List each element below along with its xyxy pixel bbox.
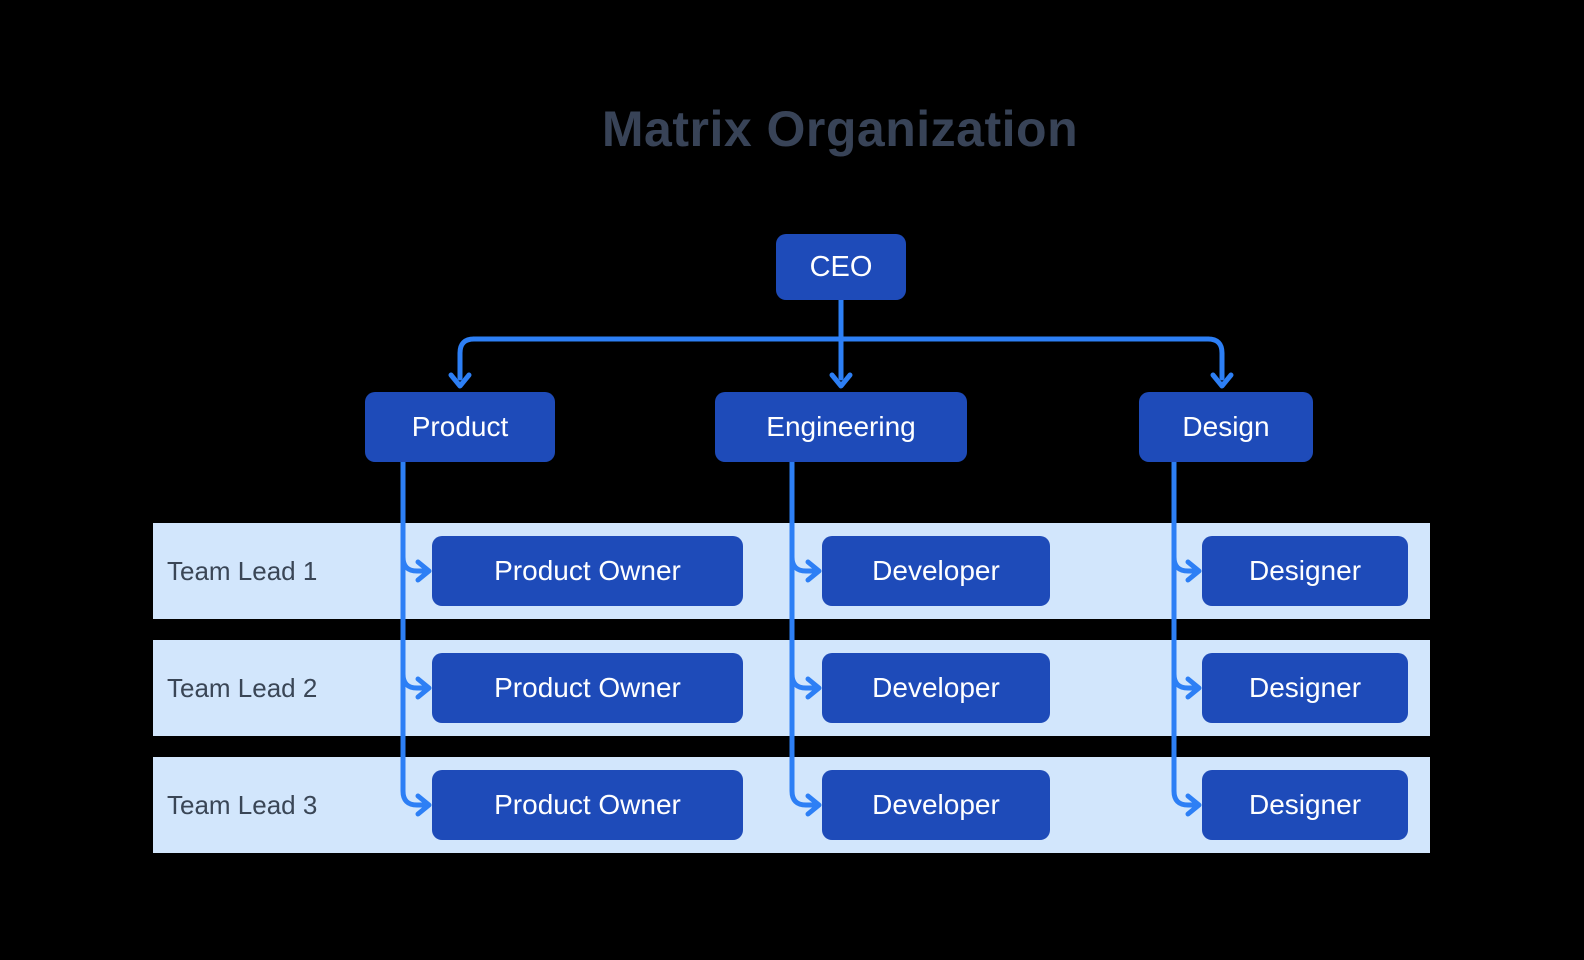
ceo-node-label: CEO <box>809 250 873 283</box>
role-label: Product Owner <box>494 555 681 586</box>
role-label: Developer <box>872 789 1000 820</box>
dept-engineering-label: Engineering <box>766 411 916 442</box>
dept-node-engineering: Engineering <box>715 392 967 462</box>
role-node-product-owner-row3: Product Owner <box>432 770 743 840</box>
dept-node-product: Product <box>365 392 555 462</box>
ceo-node: CEO <box>776 234 906 300</box>
dept-product-label: Product <box>411 411 509 442</box>
role-node-developer-row2: Developer <box>822 653 1050 723</box>
role-label: Product Owner <box>494 672 681 703</box>
team-row-1-label: Team Lead 1 <box>167 555 318 586</box>
page-title: Matrix Organization <box>601 101 1079 157</box>
role-node-designer-row3: Designer <box>1202 770 1408 840</box>
connector-ceo-to-engineering <box>829 297 853 389</box>
dept-node-design: Design <box>1139 392 1313 462</box>
dept-design-label: Design <box>1182 411 1270 442</box>
role-label: Designer <box>1248 555 1362 586</box>
role-label: Designer <box>1248 672 1362 703</box>
connector-rail-to-product <box>448 336 477 389</box>
role-node-designer-row1: Designer <box>1202 536 1408 606</box>
connector-rail-to-design <box>1205 336 1234 389</box>
role-node-product-owner-row1: Product Owner <box>432 536 743 606</box>
role-node-product-owner-row2: Product Owner <box>432 653 743 723</box>
role-node-developer-row3: Developer <box>822 770 1050 840</box>
role-label: Designer <box>1248 789 1362 820</box>
role-label: Developer <box>872 555 1000 586</box>
team-row-3-label: Team Lead 3 <box>167 789 318 820</box>
team-row-2-label: Team Lead 2 <box>167 672 318 703</box>
role-node-designer-row2: Designer <box>1202 653 1408 723</box>
role-label: Product Owner <box>494 789 681 820</box>
role-label: Developer <box>872 672 1000 703</box>
role-node-developer-row1: Developer <box>822 536 1050 606</box>
